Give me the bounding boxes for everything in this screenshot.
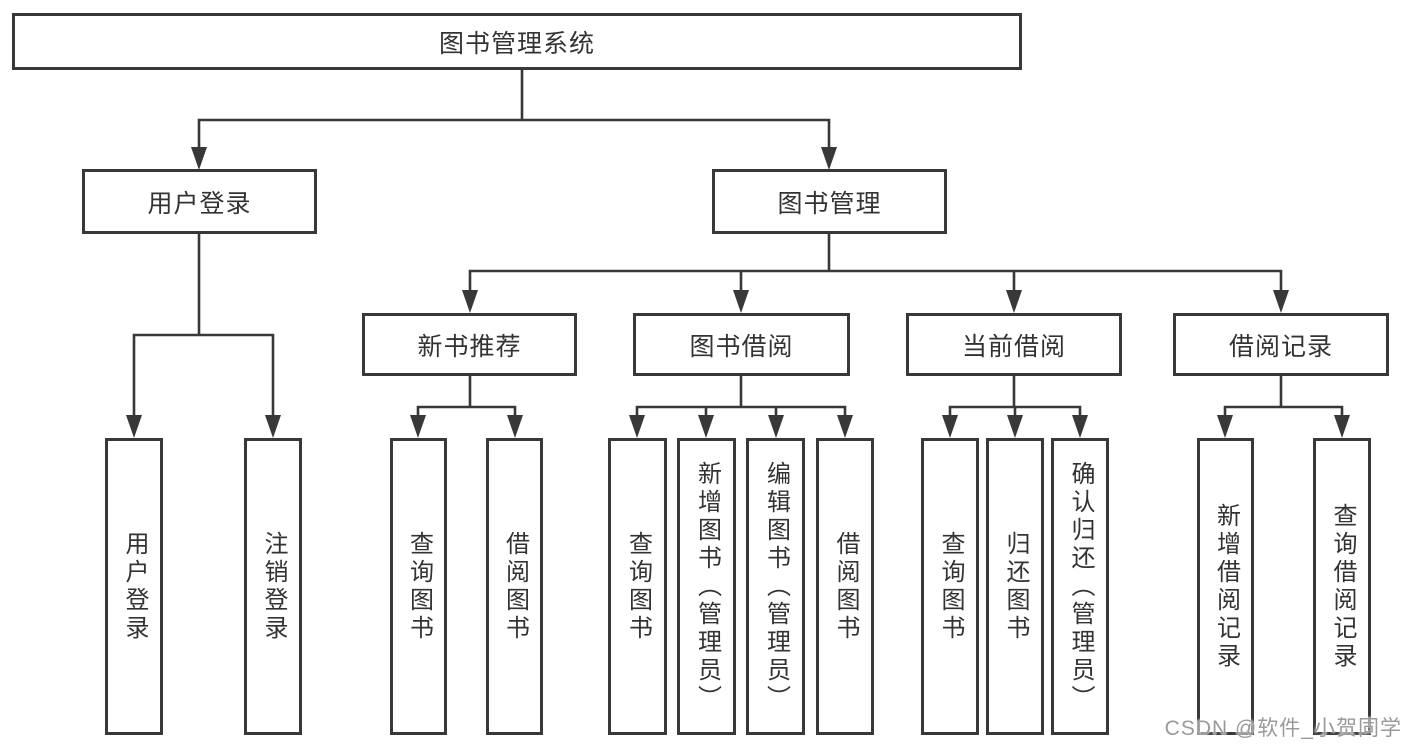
leaf-query-borrow-record: 查询借阅记录 <box>1313 438 1371 735</box>
leaf-user-login: 用户登录 <box>105 438 163 735</box>
node-library-management-system: 图书管理系统 <box>12 13 1022 70</box>
csdn-watermark: CSDN @软件_小贺同学 <box>1164 717 1402 740</box>
node-user-login: 用户登录 <box>82 169 317 234</box>
leaf-recommend-borrow-books: 借阅图书 <box>486 438 543 735</box>
leaf-add-borrow-record: 新增借阅记录 <box>1197 438 1254 735</box>
leaf-return-book: 归还图书 <box>986 438 1044 735</box>
leaf-borrow-query-books: 查询图书 <box>608 438 667 735</box>
leaf-current-query-books: 查询图书 <box>921 438 979 735</box>
leaf-edit-book-admin: 编辑图书（管理员） <box>746 438 805 735</box>
leaf-add-book-admin: 新增图书（管理员） <box>677 438 736 735</box>
leaf-confirm-return-admin: 确认归还（管理员） <box>1051 438 1109 735</box>
leaf-borrow-book: 借阅图书 <box>816 438 874 735</box>
node-borrow-record: 借阅记录 <box>1173 313 1389 376</box>
node-book-borrow: 图书借阅 <box>633 313 850 376</box>
leaf-logout: 注销登录 <box>244 438 302 735</box>
node-book-management: 图书管理 <box>712 169 947 234</box>
leaf-recommend-query-books: 查询图书 <box>390 438 447 735</box>
node-current-borrow: 当前借阅 <box>906 313 1122 376</box>
node-new-book-recommend: 新书推荐 <box>362 313 577 376</box>
